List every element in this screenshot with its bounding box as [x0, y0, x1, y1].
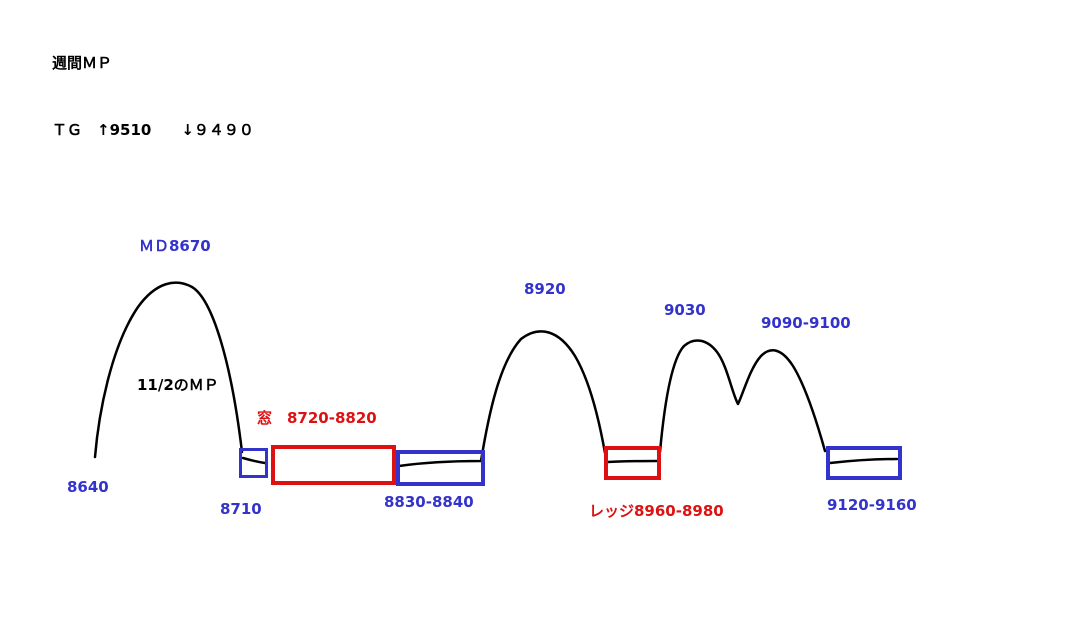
- ledge-box-8960-8980: [604, 446, 661, 480]
- box-9120-9160: [826, 446, 902, 480]
- box-8710: [239, 448, 268, 478]
- curve-base-8710: [241, 456, 267, 465]
- box-8830-8840: [396, 450, 485, 486]
- label-8830-8840: 8830-8840: [384, 493, 474, 511]
- target-levels-line: ＴＧ ↑9510 ↓９４９０: [52, 121, 254, 139]
- curve-base-8830-and-hump-2: [397, 330, 607, 468]
- label-8920: 8920: [524, 280, 566, 298]
- label-9120-9160: 9120-9160: [827, 496, 917, 514]
- curve-ledge-8960: [606, 459, 659, 464]
- chart-title: 週間ＭＰ: [52, 54, 113, 72]
- curve-base-9120: [828, 457, 899, 465]
- label-mp-note: 11/2のＭＰ: [137, 376, 219, 394]
- curve-hump-3-double-peak: [658, 339, 827, 454]
- window-box-8720-8820: [271, 445, 396, 485]
- label-8640: 8640: [67, 478, 109, 496]
- curve-hump-1: [93, 281, 244, 459]
- label-md8670: ＭＤ8670: [139, 237, 211, 255]
- label-8710: 8710: [220, 500, 262, 518]
- label-9090-9100: 9090-9100: [761, 314, 851, 332]
- label-ledge-8960-8980: レッジ8960-8980: [589, 502, 724, 520]
- label-window-8720-8820: 窓 8720-8820: [257, 409, 377, 427]
- label-9030: 9030: [664, 301, 706, 319]
